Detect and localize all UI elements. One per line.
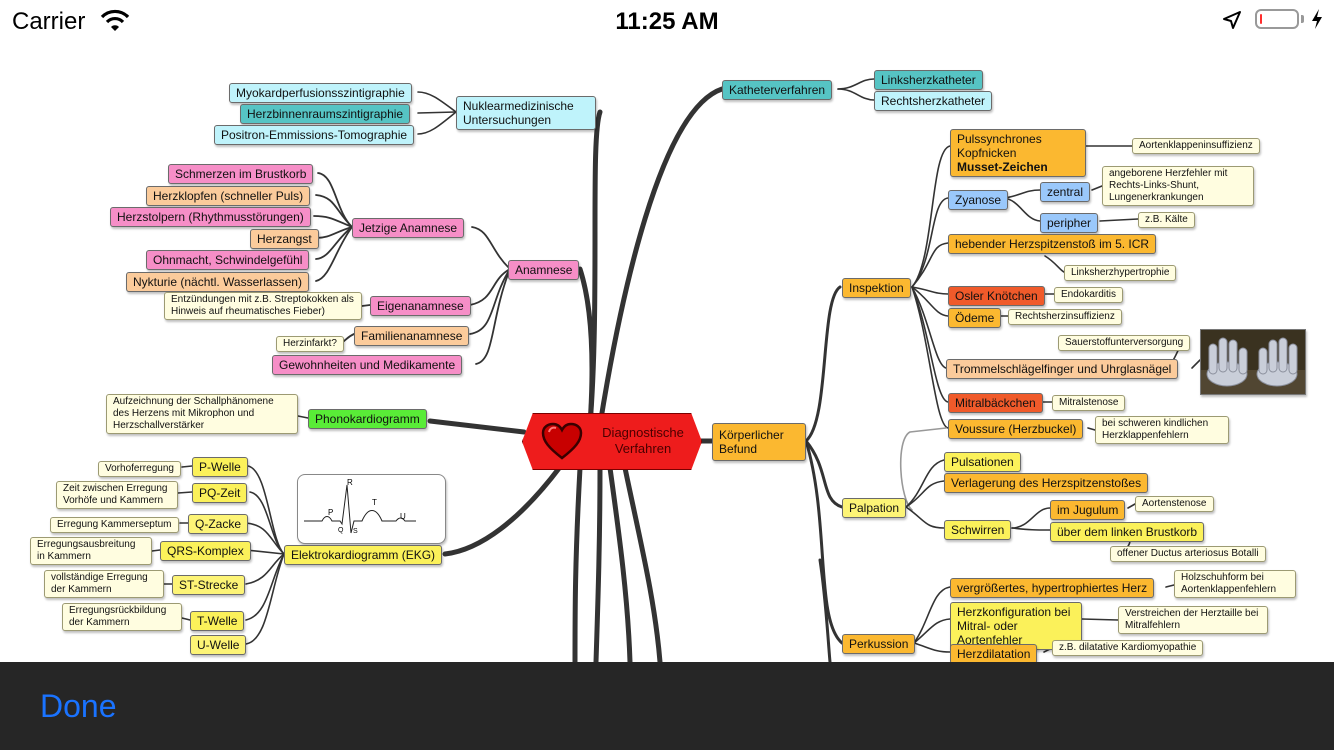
note-voussure[interactable]: bei schweren kindlichen Herzklappenfehle… (1095, 416, 1229, 444)
battery-cap (1301, 15, 1304, 23)
central-topic[interactable]: Diagnostische Verfahren (522, 413, 702, 470)
node-perkussion[interactable]: Perkussion (842, 634, 916, 654)
node-trommelschlaegelfinger[interactable]: Trommelschlägelfinger und Uhrglasnägel (946, 359, 1179, 379)
node-peripher[interactable]: peripher (1040, 213, 1099, 233)
note-holzschuhform[interactable]: Holzschuhform bei Aortenklappenfehlern (1174, 570, 1296, 598)
node-inspektion[interactable]: Inspektion (842, 278, 911, 298)
node-schmerzen-im-brustkorb[interactable]: Schmerzen im Brustkorb (168, 164, 314, 184)
node-rechtsherzkatheter[interactable]: Rechtsherzkatheter (874, 91, 993, 111)
note-phonokardiogramm[interactable]: Aufzeichnung der Schallphänomene des Her… (106, 394, 298, 434)
node-gewohnheiten-und-medikamente[interactable]: Gewohnheiten und Medikamente (272, 355, 463, 375)
location-arrow-icon (1223, 11, 1241, 29)
node-elektrokardiogramm[interactable]: Elektrokardiogramm (EKG) (284, 545, 443, 565)
clubbed-fingers-photo (1200, 329, 1306, 395)
note-eigenanamnese[interactable]: Entzündungen mit z.B. Streptokokken als … (164, 292, 362, 320)
pulssynchrones-label: Pulssynchrones Kopfnicken (957, 132, 1042, 160)
node-jetzige-anamnese[interactable]: Jetzige Anamnese (352, 218, 465, 238)
node-pulssynchrones-kopfnicken[interactable]: Pulssynchrones Kopfnicken Musset-Zeichen (950, 129, 1086, 177)
ecg-diagram-image: P Q R S T U (297, 474, 446, 544)
note-aortenklappeninsuffizienz[interactable]: Aortenklappeninsuffizienz (1132, 138, 1260, 154)
note-zentral[interactable]: angeborene Herzfehler mit Rechts-Links-S… (1102, 166, 1254, 206)
battery-icon (1255, 9, 1299, 29)
mindmap-connectors (151, 78, 1201, 662)
node-p-welle[interactable]: P-Welle (192, 457, 248, 477)
node-herzangst[interactable]: Herzangst (250, 229, 319, 249)
node-nykturie[interactable]: Nykturie (nächtl. Wasserlassen) (126, 272, 309, 292)
ecg-waveform: P Q R S T U (304, 478, 416, 535)
node-herzdilatation[interactable]: Herzdilatation (950, 644, 1038, 662)
node-herzklopfen[interactable]: Herzklopfen (schneller Puls) (146, 186, 311, 206)
note-mitralstenose[interactable]: Mitralstenose (1052, 395, 1126, 411)
ecg-label-u: U (400, 512, 406, 521)
done-button[interactable]: Done (40, 688, 117, 724)
ecg-label-p: P (328, 508, 333, 517)
node-pulsationen[interactable]: Pulsationen (944, 452, 1021, 472)
node-ueber-dem-linken-brustkorb[interactable]: über dem linken Brustkorb (1050, 522, 1205, 542)
note-kaelte[interactable]: z.B. Kälte (1138, 212, 1195, 228)
clock: 11:25 AM (615, 8, 719, 35)
charging-bolt-icon (1312, 9, 1322, 29)
node-osler-knoetchen[interactable]: Osler Knötchen (948, 286, 1045, 306)
note-rechtsherzinsuffizienz[interactable]: Rechtsherzinsuffizienz (1008, 309, 1122, 325)
node-palpation[interactable]: Palpation (842, 498, 907, 518)
node-nuklearmedizinische-untersuchungen[interactable]: Nuklearmedizinische Untersuchungen (456, 96, 596, 130)
node-katheterverfahren[interactable]: Katheterverfahren (722, 80, 833, 100)
central-topic-label: Diagnostische Verfahren (602, 425, 684, 456)
node-voussure[interactable]: Voussure (Herzbuckel) (948, 419, 1084, 439)
node-q-zacke[interactable]: Q-Zacke (188, 514, 249, 534)
heart-icon (541, 422, 583, 460)
node-vergroessertes-herz[interactable]: vergrößertes, hypertrophiertes Herz (950, 578, 1155, 598)
hands-illustration (1201, 330, 1305, 394)
note-pq-zeit[interactable]: Zeit zwischen Erregung Vorhöfe und Kamme… (56, 481, 178, 509)
note-herzinfarkt[interactable]: Herzinfarkt? (276, 336, 344, 352)
ecg-label-q: Q (338, 527, 344, 534)
node-schwirren[interactable]: Schwirren (944, 520, 1012, 540)
ecg-label-r: R (347, 478, 353, 487)
note-dilatative-kardiomyopathie[interactable]: z.B. dilatative Kardiomyopathie (1052, 640, 1204, 656)
node-st-strecke[interactable]: ST-Strecke (172, 575, 246, 595)
battery-level (1260, 14, 1262, 24)
node-im-jugulum[interactable]: im Jugulum (1050, 500, 1126, 520)
status-bar: Carrier 11:25 AM (0, 0, 1334, 40)
note-qrs-komplex[interactable]: Erregungsausbreitung in Kammern (30, 537, 152, 565)
node-familienanamnese[interactable]: Familienanamnese (354, 326, 470, 346)
node-hebender-herzspitzenstoss[interactable]: hebender Herzspitzenstoß im 5. ICR (948, 234, 1157, 254)
node-myokardperfusionsszintigraphie[interactable]: Myokardperfusionsszintigraphie (229, 83, 412, 103)
musset-zeichen-label: Musset-Zeichen (957, 160, 1048, 174)
node-eigenanamnese[interactable]: Eigenanamnese (370, 296, 471, 316)
note-linksherzhypertrophie[interactable]: Linksherzhypertrophie (1064, 265, 1177, 281)
note-st-strecke[interactable]: vollständige Erregung der Kammern (44, 570, 164, 598)
node-t-welle[interactable]: T-Welle (190, 611, 245, 631)
note-q-zacke[interactable]: Erregung Kammerseptum (50, 517, 179, 533)
note-verstreichen-der-herztaille[interactable]: Verstreichen der Herztaille bei Mitralfe… (1118, 606, 1268, 634)
node-mitralbaeckchen[interactable]: Mitralbäckchen (948, 393, 1043, 413)
ecg-label-s: S (353, 528, 358, 535)
node-linksherzkatheter[interactable]: Linksherzkatheter (874, 70, 983, 90)
note-aortenstenose[interactable]: Aortenstenose (1135, 496, 1214, 512)
note-vorhoferregung[interactable]: Vorhoferregung (98, 461, 181, 477)
bottom-toolbar: Done (0, 662, 1334, 750)
note-sauerstoffunterversorgung[interactable]: Sauerstoffunterversorgung (1058, 335, 1191, 351)
node-zyanose[interactable]: Zyanose (948, 190, 1009, 210)
note-ductus-arteriosus[interactable]: offener Ductus arteriosus Botalli (1110, 546, 1266, 562)
node-ohnmacht[interactable]: Ohnmacht, Schwindelgefühl (146, 250, 310, 270)
mindmap-canvas[interactable]: Diagnostische Verfahren Katheterverfahre… (0, 40, 1334, 662)
node-anamnese[interactable]: Anamnese (508, 260, 580, 280)
node-positron-emmissions-tomographie[interactable]: Positron-Emmissions-Tomographie (214, 125, 415, 145)
node-herzbinnenraumszintigraphie[interactable]: Herzbinnenraumszintigraphie (240, 104, 411, 124)
note-endokarditis[interactable]: Endokarditis (1054, 287, 1124, 303)
node-herzstolpern[interactable]: Herzstolpern (Rhythmusstörungen) (110, 207, 311, 227)
node-oedeme[interactable]: Ödeme (948, 308, 1002, 328)
node-u-welle[interactable]: U-Welle (190, 635, 247, 655)
carrier-label: Carrier (12, 8, 86, 35)
wifi-icon (100, 9, 130, 31)
node-pq-zeit[interactable]: PQ-Zeit (192, 483, 248, 503)
node-phonokardiogramm[interactable]: Phonokardiogramm (308, 409, 427, 429)
node-koerperlicher-befund[interactable]: Körperlicher Befund (712, 423, 806, 461)
note-t-welle[interactable]: Erregungsrückbildung der Kammern (62, 603, 182, 631)
ecg-label-t: T (372, 498, 377, 507)
node-qrs-komplex[interactable]: QRS-Komplex (160, 541, 251, 561)
node-verlagerung-des-herzspitzenstosses[interactable]: Verlagerung des Herzspitzenstoßes (944, 473, 1149, 493)
node-zentral[interactable]: zentral (1040, 182, 1091, 202)
